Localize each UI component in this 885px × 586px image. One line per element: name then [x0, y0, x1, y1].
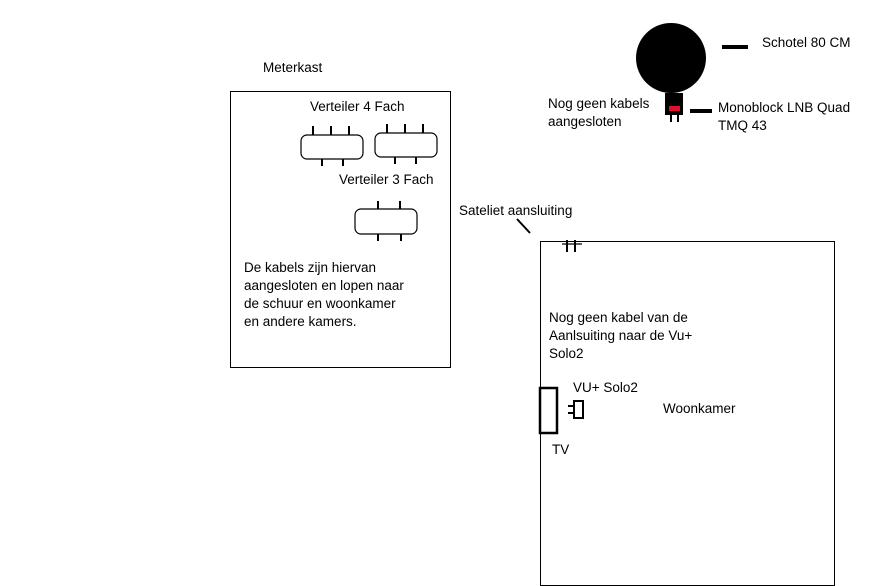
no-cables-label: Nog geen kabels aangesloten	[548, 96, 650, 129]
meterkast-box	[230, 91, 451, 368]
satellite-dish	[636, 23, 706, 93]
lnb-unit	[665, 93, 683, 122]
lnb-label: Monoblock LNB Quad TMQ 43	[718, 100, 851, 133]
verteiler-3-label: Verteiler 3 Fach	[339, 172, 434, 187]
sat-aansluiting-label: Sateliet aansluiting	[459, 203, 573, 218]
vu-solo2-receiver	[568, 400, 584, 419]
meterkast-label: Meterkast	[263, 60, 323, 75]
tv-label: TV	[552, 442, 570, 457]
no-cable-vu-label: Nog geen kabel van de Aanlsuiting naar d…	[549, 310, 693, 361]
tv-shape	[538, 386, 559, 435]
sat-outlet	[562, 240, 582, 252]
kabels-note: De kabels zijn hiervan aangesloten en lo…	[244, 260, 404, 329]
woonkamer-label: Woonkamer	[663, 401, 736, 416]
schotel-label: Schotel 80 CM	[762, 35, 851, 50]
splitter-4-fach-left	[300, 126, 364, 166]
verteiler-4-label: Verteiler 4 Fach	[310, 99, 405, 114]
vu-solo-label: VU+ Solo2	[573, 380, 638, 395]
splitter-4-fach-right	[374, 124, 438, 164]
sat-outlet-pointer	[516, 218, 531, 234]
splitter-3-fach	[354, 201, 418, 241]
